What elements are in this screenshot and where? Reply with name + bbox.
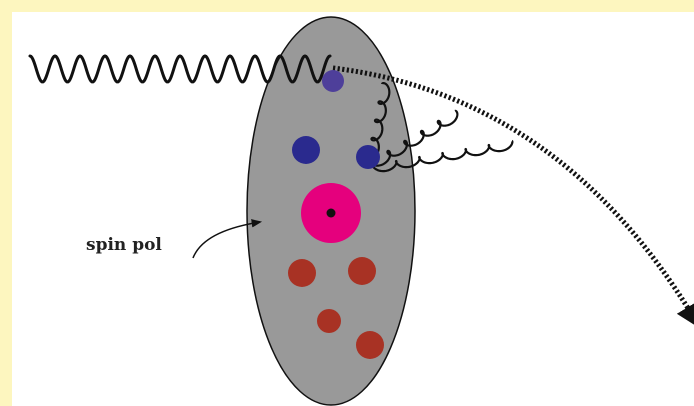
- blue-quark: [356, 145, 380, 169]
- red-quark: [348, 257, 376, 285]
- red-quark: [356, 331, 384, 359]
- frame-top: [0, 0, 694, 12]
- red-quark: [288, 259, 316, 287]
- polarized-quark-center: [327, 209, 336, 218]
- spin-polarization-label: spin pol: [86, 235, 162, 255]
- purple-quark: [322, 70, 344, 92]
- blue-quark: [292, 136, 320, 164]
- red-quark: [317, 309, 341, 333]
- frame-left: [0, 0, 12, 406]
